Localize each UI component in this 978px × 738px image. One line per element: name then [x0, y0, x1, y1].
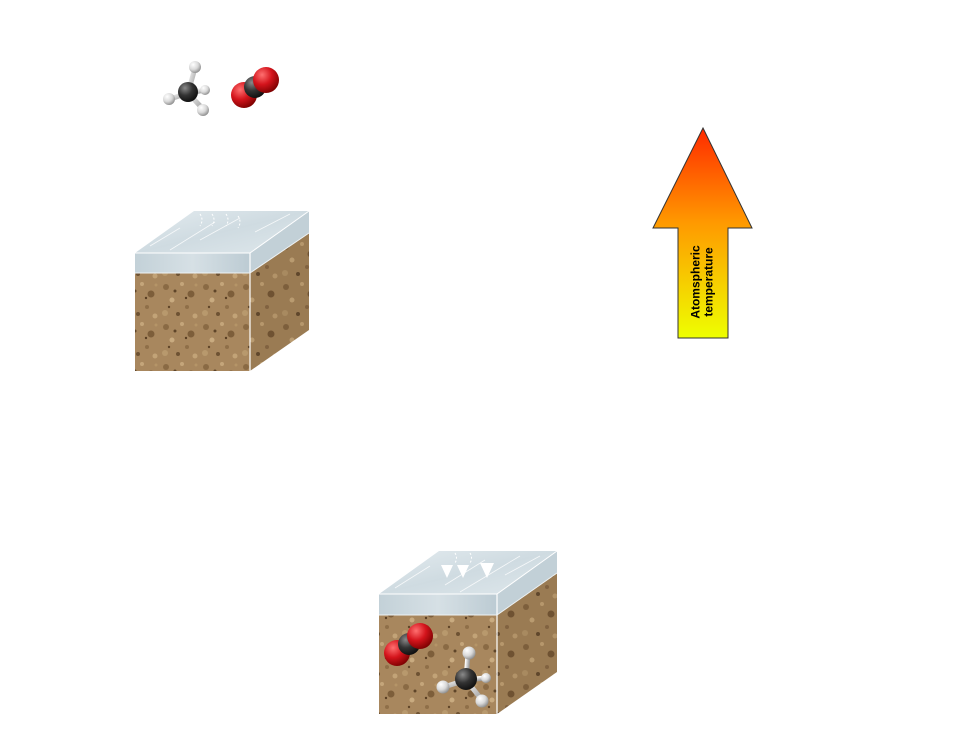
soil-methane-molecule-icon — [436, 646, 491, 708]
temperature-label-line2: temperature — [702, 247, 717, 317]
airborne-methane-molecule-icon — [163, 61, 210, 116]
soil-carbon-dioxide-molecule-icon — [384, 623, 433, 666]
atmospheric-temperature-arrow — [652, 126, 753, 339]
temperature-arrow-label: Atomspheric temperature — [678, 226, 728, 338]
melt-arrow-icon — [480, 563, 494, 578]
upper-frozen-soil-block — [135, 210, 310, 371]
melt-arrow-icon — [441, 565, 453, 578]
melt-arrow-icon — [457, 565, 469, 578]
airborne-carbon-dioxide-molecule-icon — [231, 67, 279, 108]
